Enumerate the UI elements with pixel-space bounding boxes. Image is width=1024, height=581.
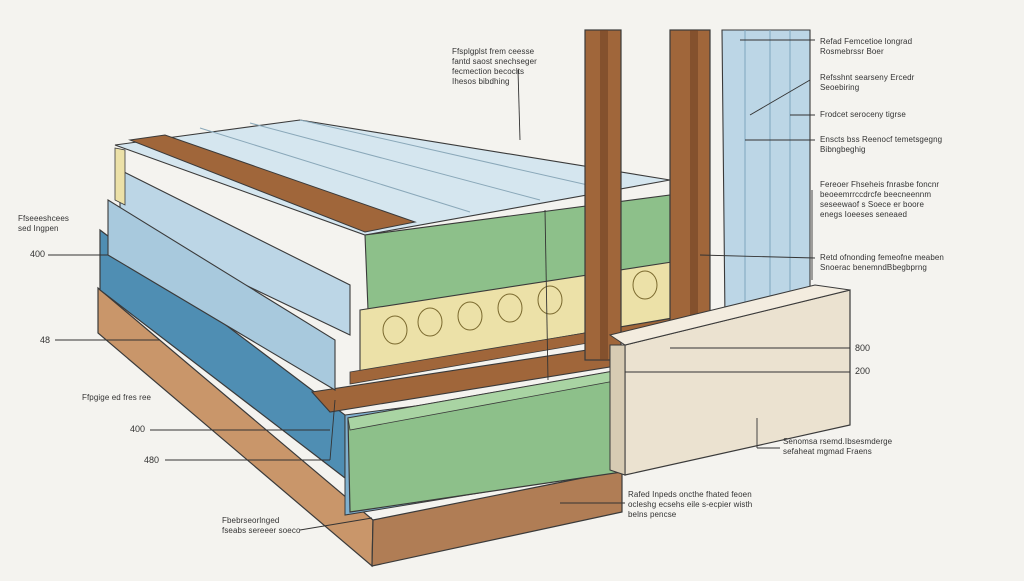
callout-top-right-4: Enscts bss Reenocf temetsgegng Bibngbegh… (820, 135, 943, 154)
blue-panel-layer-1 (119, 169, 351, 336)
blue-panel-layer-2 (107, 199, 336, 391)
top-wood-strip (128, 134, 417, 233)
callout-bottom-left: Fbebrseorlnged fseabs sereeer soeco (222, 516, 301, 535)
dimension-label-2: 48 (40, 335, 51, 345)
callout-top-right-2: Refsshnt searseny Ercedr Seoebiring (820, 73, 915, 92)
callout-right-lower: Senomsa rsemd.Ibsesmderge sefaheat mgmad… (783, 437, 893, 456)
callout-top-right-3: Frodcet seroceny tigrse (820, 110, 906, 119)
dimension-label-6: 200 (855, 366, 871, 376)
yellow-strip-left (114, 147, 126, 206)
leader-lines (48, 39, 850, 531)
base-slab-front (371, 469, 623, 567)
dimension-label-1: 400 (30, 249, 46, 259)
callout-left-2: Ffpgige ed fres ree (82, 393, 152, 402)
callout-top-center: Ffsplgplst frem ceesse fantd saost snech… (452, 47, 537, 86)
callout-right-mid-1: Fereoer Fhseheis fnrasbe foncnr beoeemrr… (820, 180, 940, 219)
callout-bottom-center: Rafed Inpeds oncthe fhated feoen ocleshg… (628, 490, 753, 519)
dimension-label-3: 400 (130, 424, 146, 434)
dimension-label-4: 480 (144, 455, 160, 465)
dimension-label-5: 800 (855, 343, 871, 353)
callout-right-mid-2: Retd ofnonding femeofne meaben Snoerac b… (820, 253, 944, 272)
callout-top-right-1: Refad Femcetioe longrad Rosmebrssr Boer (820, 37, 913, 56)
right-wall-panels (721, 29, 811, 321)
callout-left-1: Ffseeeshcees sed Ingpen (18, 214, 70, 233)
